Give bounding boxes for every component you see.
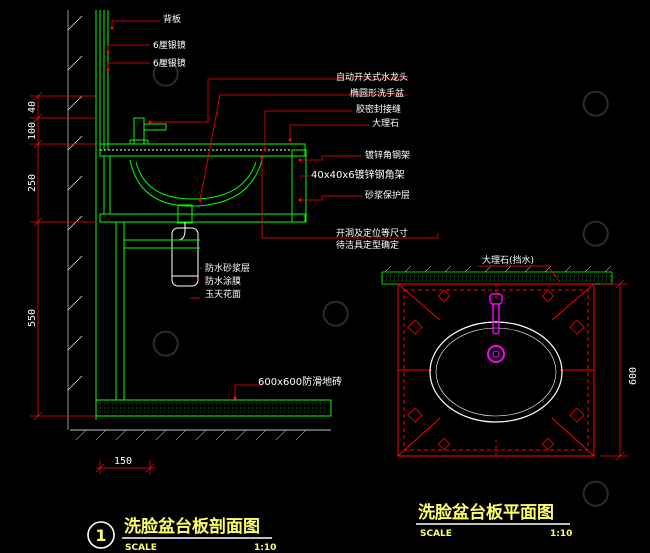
label-back-panel: 背板 xyxy=(163,13,181,25)
label-marble-edge: 大理石(挡水) xyxy=(482,254,534,266)
label-steel-frame: 镀锌角钢架 xyxy=(365,149,410,161)
dim-250: 250 xyxy=(27,174,38,192)
label-floor-tile: 600x600防滑地砖 xyxy=(258,375,342,388)
label-waterproof-1: 防水砂浆层 xyxy=(205,262,250,274)
label-mirror-2: 6厘银镜 xyxy=(153,57,186,69)
section-dim-vertical-text: 40 100 250 550 xyxy=(27,101,38,327)
plan-wall-band xyxy=(381,271,613,285)
label-angle-steel: 40x40x6镀锌钢角架 xyxy=(311,168,405,181)
section-title: 洗脸盆台板剖面图 xyxy=(124,516,260,537)
plan-title: 洗脸盆台板平面图 xyxy=(418,502,554,523)
plan-counter xyxy=(397,283,595,457)
label-oval-basin: 椭圆形洗手盆 xyxy=(350,87,404,99)
dim-100: 100 xyxy=(27,122,38,140)
plan-bracket-marks xyxy=(407,289,585,451)
watermark-mark: ○ xyxy=(140,317,188,367)
dim-550: 550 xyxy=(27,309,38,327)
label-mortar: 砂浆保护层 xyxy=(365,189,410,201)
label-auto-faucet: 自动开关式水龙头 xyxy=(336,71,408,83)
watermark-mark: ○ xyxy=(570,77,618,127)
wall-hatch xyxy=(67,10,83,430)
section-scale-value: 1:10 xyxy=(254,543,276,553)
plan-basin xyxy=(429,321,563,423)
drawing-number: 1 xyxy=(95,526,106,545)
plan-scale-value: 1:10 xyxy=(550,529,572,539)
label-cutout-note-1: 开洞及定位等尺寸 xyxy=(336,227,408,239)
faucet-section xyxy=(129,117,167,145)
leader-ticks xyxy=(106,26,302,400)
section-labels: 背板 6厘银镜 6厘银镜 自动开关式水龙头 椭圆形洗手盆 胶密封接缝 大理石 镀… xyxy=(153,13,410,388)
label-sealant: 胶密封接缝 xyxy=(356,103,401,115)
marble-counter xyxy=(99,143,307,223)
dim-150: 150 xyxy=(114,456,132,467)
plan-title-block: 洗脸盆台板平面图 SCALE 1:10 xyxy=(416,502,572,539)
label-waterproof-3: 玉天花面 xyxy=(205,288,241,300)
section-title-block: 1 洗脸盆台板剖面图 SCALE 1:10 xyxy=(87,516,276,553)
label-waterproof-2: 防水涂膜 xyxy=(205,275,241,287)
wall-face xyxy=(95,10,109,420)
label-cutout-note-2: 待洁具定型确定 xyxy=(336,239,399,251)
section-view: 背板 6厘银镜 6厘银镜 自动开关式水龙头 椭圆形洗手盆 胶密封接缝 大理石 镀… xyxy=(27,10,439,553)
plan-dim-vertical xyxy=(600,279,628,461)
watermark-mark: ○ xyxy=(570,207,618,257)
section-scale-label: SCALE xyxy=(125,543,157,553)
dim-600: 600 xyxy=(628,367,639,385)
watermark-mark: ○ xyxy=(140,47,188,97)
dim-40: 40 xyxy=(27,101,38,113)
plan-leaders xyxy=(478,265,561,283)
lower-support xyxy=(115,222,200,400)
plan-wall-ticks xyxy=(384,265,612,273)
plan-view: 大理石(挡水) 600 洗脸盆台板平面图 SCALE 1:10 xyxy=(381,254,639,539)
watermark-mark: ○ xyxy=(310,287,358,337)
label-marble: 大理石 xyxy=(372,117,399,129)
section-leaders xyxy=(107,20,439,398)
drain-trap xyxy=(160,222,199,287)
plan-scale-label: SCALE xyxy=(420,529,452,539)
floor-section xyxy=(70,399,332,441)
section-dim-horizontal xyxy=(95,460,155,474)
section-dim-vertical xyxy=(30,91,96,421)
plan-faucet xyxy=(489,293,503,335)
watermark-mark: ○ xyxy=(570,467,618,517)
drawing-number-circle xyxy=(87,521,115,549)
label-mirror-1: 6厘银镜 xyxy=(153,39,186,51)
